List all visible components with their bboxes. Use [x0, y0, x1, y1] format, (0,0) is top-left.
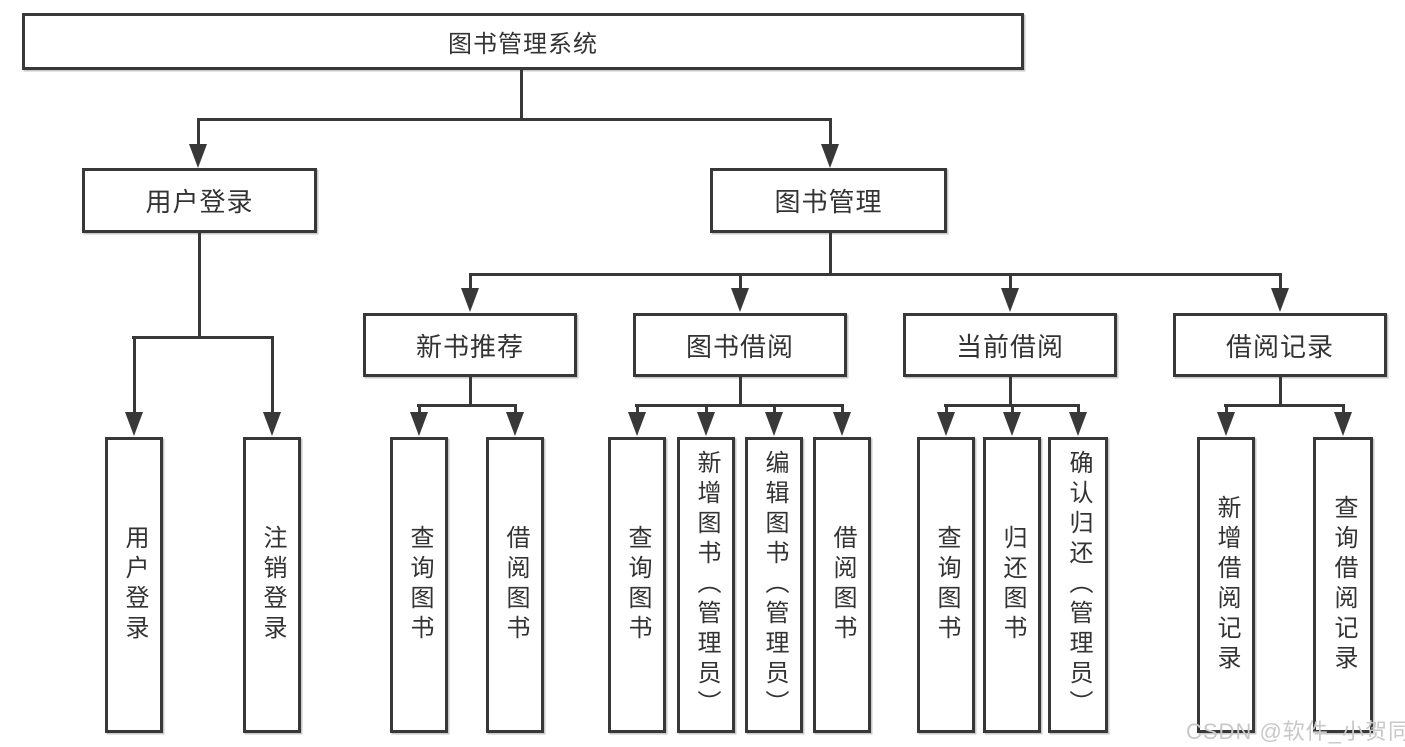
arrowhead-icon [1069, 412, 1087, 436]
arrowhead-icon [461, 288, 479, 312]
leaf-label: 查询借阅记录 [1330, 495, 1357, 675]
connector-recommend-rail [417, 404, 517, 407]
leaf-label: 用户登录 [121, 525, 148, 645]
leaf-query-books-recommend: 查询图书 [390, 437, 448, 733]
arrowhead-icon [263, 412, 281, 436]
arrowhead-icon [937, 412, 955, 436]
node-book-management: 图书管理 [710, 168, 947, 233]
leaf-label: 借阅图书 [829, 525, 856, 645]
connector-records-stem [1279, 377, 1282, 407]
connector-l3-drop-2 [739, 273, 742, 291]
connector-borrowing-stem [739, 377, 742, 407]
arrowhead-icon [506, 412, 524, 436]
leaf-label: 新增图书（管理员） [693, 450, 720, 720]
arrowhead-icon [1334, 412, 1352, 436]
connector-current-drop-1 [945, 404, 948, 415]
connector-user-login-stem [198, 233, 201, 338]
arrowhead-icon [731, 288, 749, 312]
arrowhead-icon [125, 412, 143, 436]
connector-root-rail [197, 118, 832, 121]
connector-recommend-stem [469, 377, 472, 407]
leaf-label: 确认归还（管理员） [1065, 450, 1092, 720]
connector-records-drop-1 [1225, 404, 1228, 415]
leaf-borrow-books-borrowing: 借阅图书 [813, 437, 871, 733]
leaf-label: 借阅图书 [502, 525, 529, 645]
node-new-book-recommend: 新书推荐 [363, 313, 577, 377]
connector-user-login-rail [132, 336, 273, 339]
connector-l3-drop-4 [1279, 273, 1282, 291]
connector-current-drop-3 [1077, 404, 1080, 415]
arrowhead-icon [821, 144, 839, 168]
arrowhead-icon [410, 412, 428, 436]
connector-root-drop-left [197, 118, 200, 148]
node-current-borrowing: 当前借阅 [903, 313, 1117, 377]
leaf-label: 编辑图书（管理员） [761, 450, 788, 720]
connector-borrowing-rail [635, 404, 844, 407]
connector-borrowing-drop-2 [705, 404, 708, 415]
leaf-query-books-borrowing: 查询图书 [608, 437, 666, 733]
leaf-borrow-books-recommend: 借阅图书 [486, 437, 544, 733]
arrowhead-icon [189, 144, 207, 168]
arrowhead-icon [1001, 288, 1019, 312]
connector-current-drop-2 [1011, 404, 1014, 415]
arrowhead-icon [1003, 412, 1021, 436]
connector-user-login-drop-1 [133, 336, 136, 414]
csdn-watermark: CSDN @软件_小贺同学 [1186, 719, 1405, 744]
arrowhead-icon [833, 412, 851, 436]
leaf-user-login: 用户登录 [105, 437, 163, 733]
connector-records-drop-2 [1342, 404, 1345, 415]
leaf-query-books-current: 查询图书 [917, 437, 975, 733]
leaf-logout: 注销登录 [243, 437, 301, 733]
connector-records-rail [1224, 404, 1345, 407]
connector-book-management-rail [469, 273, 1282, 276]
connector-book-management-stem [829, 233, 832, 275]
leaf-add-borrow-record: 新增借阅记录 [1197, 437, 1255, 733]
connector-current-stem [1009, 377, 1012, 407]
arrowhead-icon [765, 412, 783, 436]
leaf-label: 新增借阅记录 [1213, 495, 1240, 675]
leaf-query-borrow-record: 查询借阅记录 [1313, 437, 1373, 733]
node-library-management-system: 图书管理系统 [22, 13, 1024, 70]
node-book-borrowing: 图书借阅 [633, 313, 847, 377]
connector-recommend-drop-2 [514, 404, 517, 415]
arrowhead-icon [1217, 412, 1235, 436]
arrowhead-icon [628, 412, 646, 436]
connector-root-drop-right [829, 118, 832, 148]
connector-l3-drop-1 [469, 273, 472, 291]
leaf-edit-book-admin: 编辑图书（管理员） [745, 437, 803, 733]
arrowhead-icon [1271, 288, 1289, 312]
connector-recommend-drop-1 [418, 404, 421, 415]
leaf-label: 注销登录 [259, 525, 286, 645]
connector-user-login-drop-2 [271, 336, 274, 414]
connector-l3-drop-3 [1009, 273, 1012, 291]
leaf-confirm-return-admin: 确认归还（管理员） [1048, 437, 1108, 733]
leaf-add-book-admin: 新增图书（管理员） [677, 437, 735, 733]
leaf-label: 查询图书 [406, 525, 433, 645]
leaf-label: 查询图书 [933, 525, 960, 645]
connector-root-stem [520, 70, 523, 120]
connector-borrowing-drop-1 [636, 404, 639, 415]
leaf-label: 查询图书 [624, 525, 651, 645]
connector-borrowing-drop-3 [773, 404, 776, 415]
leaf-label: 归还图书 [999, 525, 1026, 645]
node-user-login: 用户登录 [82, 168, 317, 233]
node-borrowing-records: 借阅记录 [1173, 313, 1387, 377]
connector-borrowing-drop-4 [841, 404, 844, 415]
leaf-return-book: 归还图书 [983, 437, 1041, 733]
arrowhead-icon [697, 412, 715, 436]
